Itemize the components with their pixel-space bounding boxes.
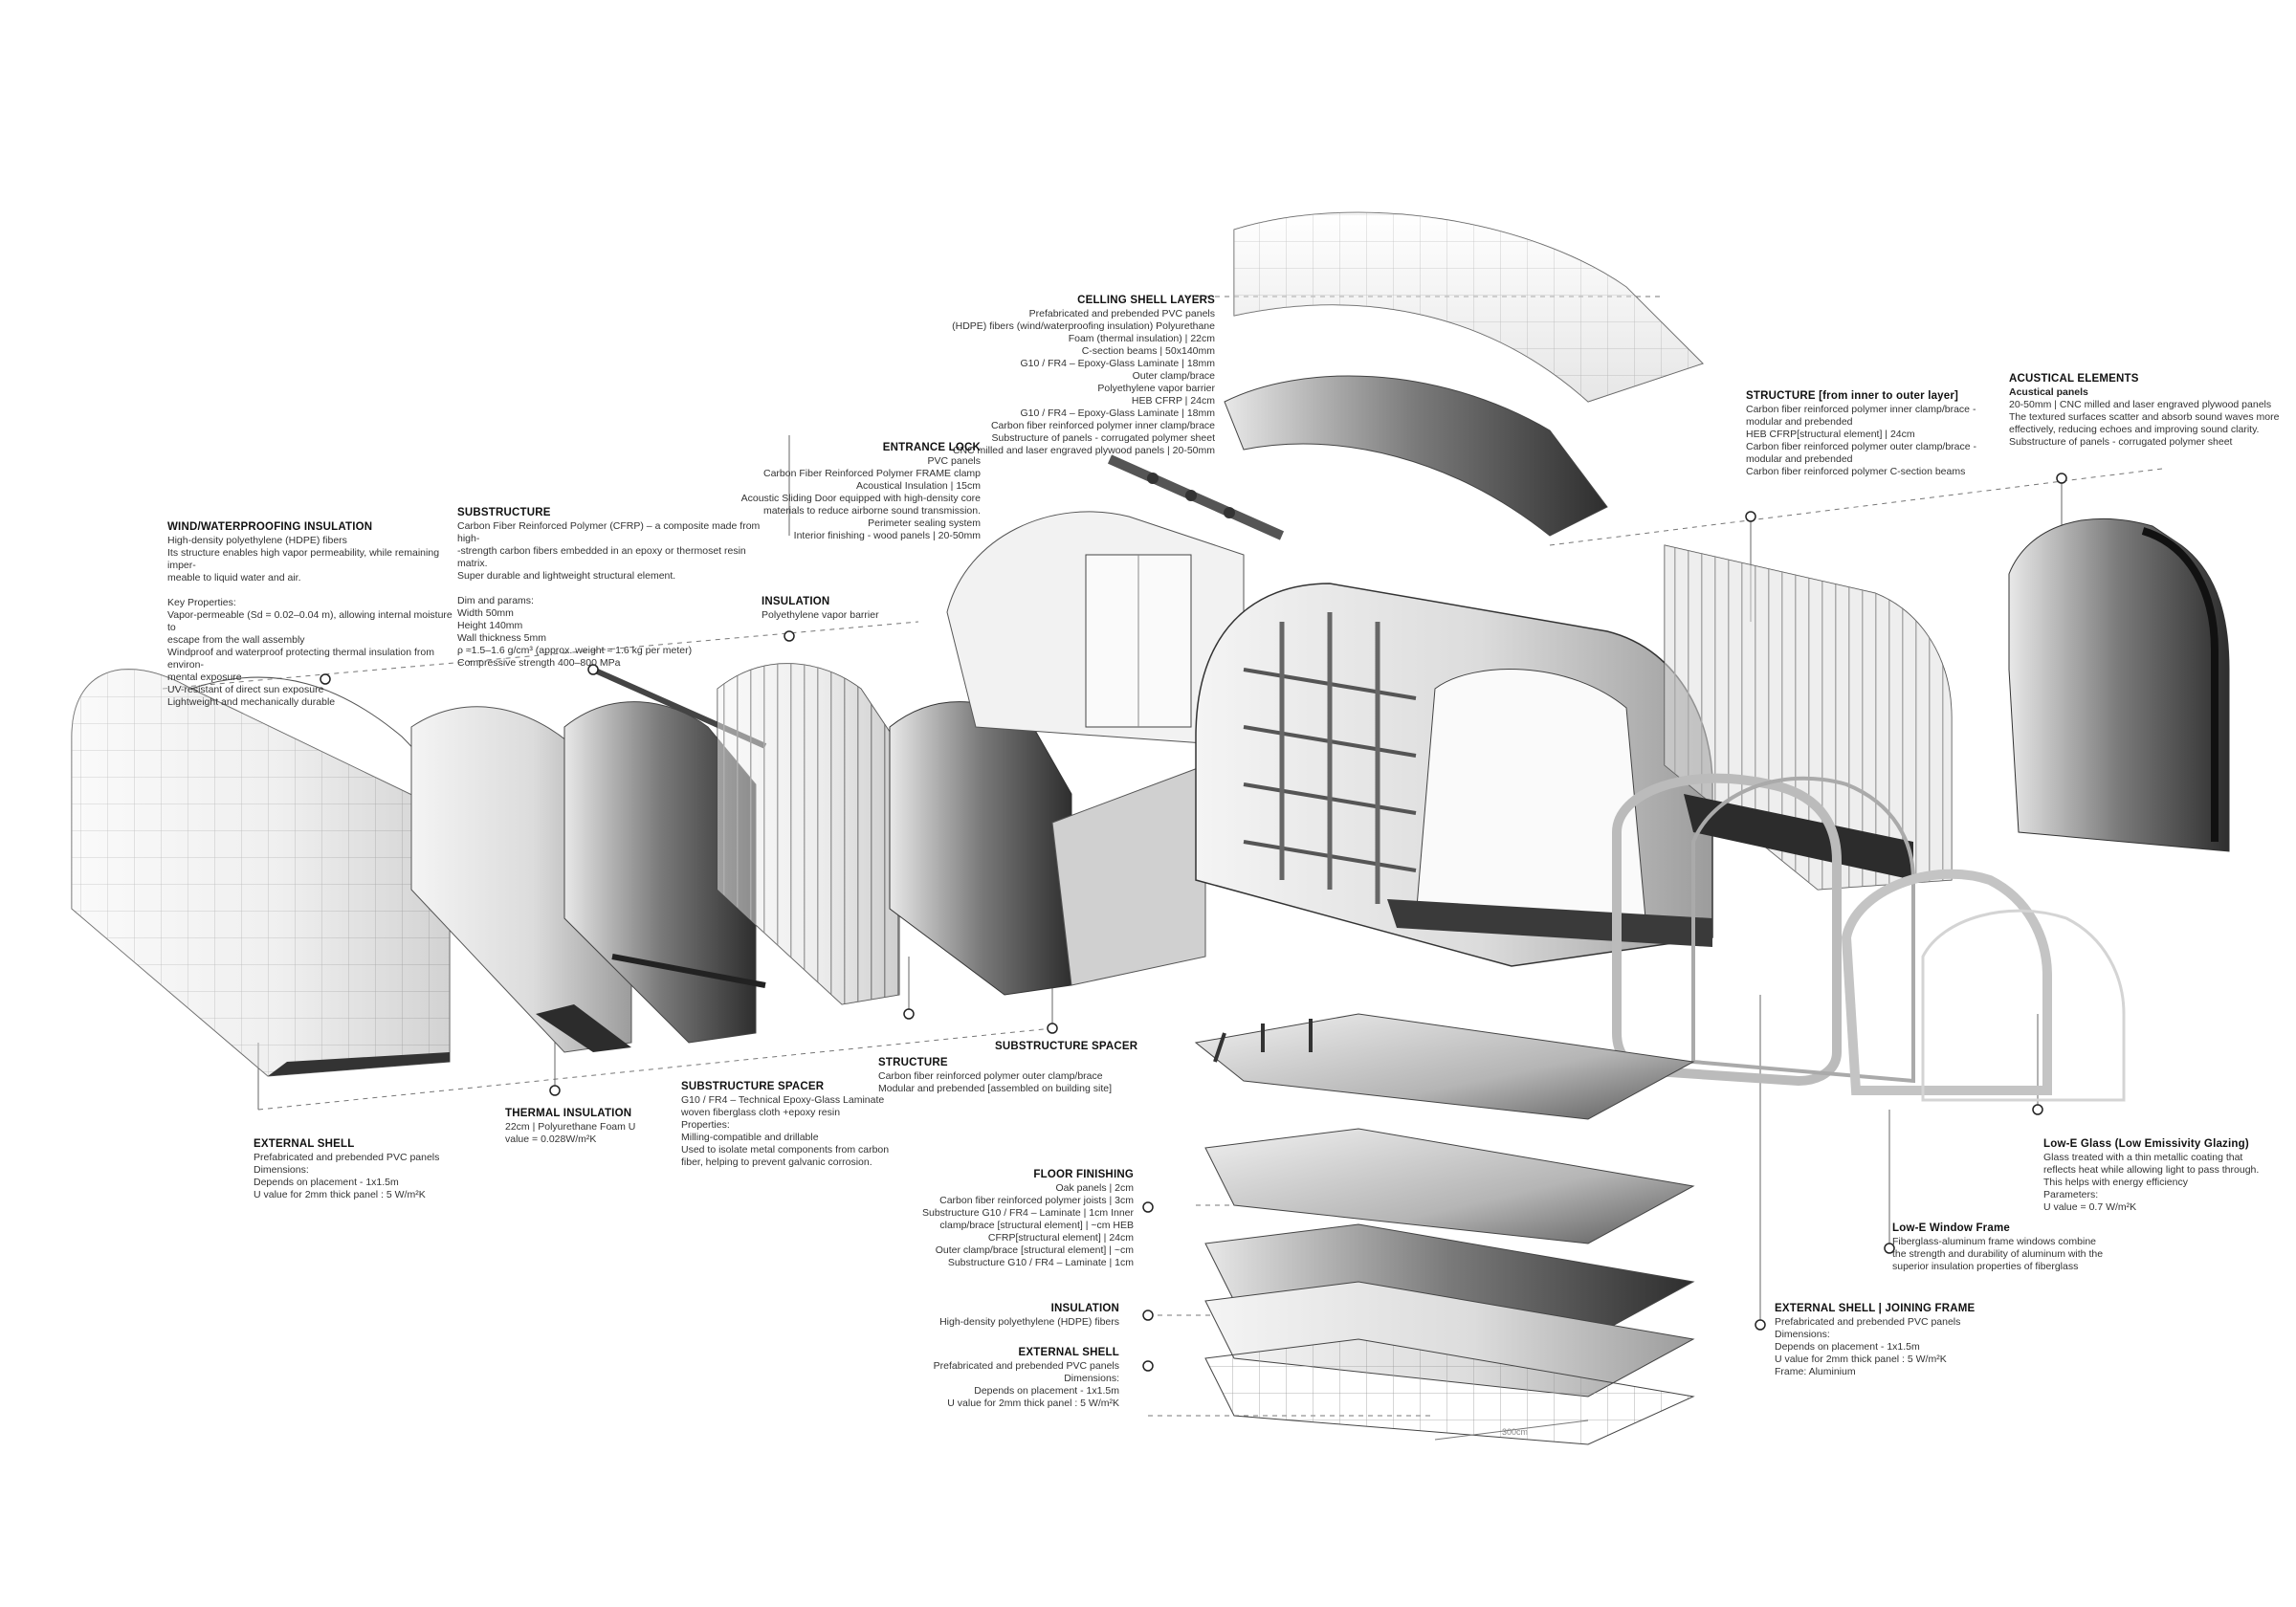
label-title: EXTERNAL SHELL: [254, 1138, 355, 1150]
substructure-ribs-module: [717, 663, 900, 1005]
label-title: Low-E Window Frame: [1892, 1222, 2010, 1234]
label-body: 20-50mm | CNC milled and laser engraved …: [2009, 399, 2280, 448]
structure-shell-module: [889, 701, 1206, 996]
label-title: Low-E Glass (Low Emissivity Glazing): [2043, 1138, 2249, 1150]
label-lowe-glass: Low-E Glass (Low Emissivity Glazing) Gla…: [2043, 1138, 2283, 1214]
label-substructure: SUBSTRUCTURE Carbon Fiber Reinforced Pol…: [457, 507, 773, 670]
label-entrance-lock: ENTRANCE LOCK PVC panels Carbon Fiber Re…: [689, 442, 981, 542]
label-title: ENTRANCE LOCK: [882, 442, 981, 453]
label-thermal-insulation: THERMAL INSULATION 22cm | Polyurethane F…: [505, 1108, 677, 1146]
label-title: THERMAL INSULATION: [505, 1108, 632, 1119]
dimension-label: 300cm: [1502, 1427, 1529, 1437]
label-title: INSULATION: [762, 596, 830, 607]
label-title: WIND/WATERPROOFING INSULATION: [167, 521, 373, 533]
entrance-lock-module: [946, 454, 1285, 747]
label-body: Carbon fiber reinforced polymer inner cl…: [1746, 404, 1977, 477]
external-shell-module: [71, 669, 451, 1077]
label-body: Prefabricated and prebended PVC panels D…: [254, 1152, 440, 1200]
label-external-shell: EXTERNAL SHELL Prefabricated and prebend…: [254, 1138, 483, 1201]
label-title: STRUCTURE: [878, 1057, 948, 1068]
label-title: FLOOR FINISHING: [1033, 1169, 1134, 1180]
label-body: PVC panels Carbon Fiber Reinforced Polym…: [740, 455, 981, 541]
label-body: Prefabricated and prebended PVC panels (…: [952, 308, 1215, 456]
label-title: STRUCTURE [from inner to outer layer]: [1746, 390, 1959, 402]
label-body: Polyethylene vapor barrier: [762, 609, 879, 621]
label-title: SUBSTRUCTURE SPACER: [995, 1041, 1138, 1052]
leader-markers: [320, 473, 2067, 1372]
label-title: EXTERNAL SHELL: [1018, 1347, 1119, 1358]
label-window-frame: Low-E Window Frame Fiberglass-aluminum f…: [1892, 1222, 2131, 1273]
ceiling-shell-layers: [1224, 211, 1704, 537]
label-body: Carbon fiber reinforced polymer outer cl…: [878, 1070, 1112, 1094]
label-body: Fiberglass-aluminum frame windows combin…: [1892, 1236, 2104, 1272]
label-insulation-top: INSULATION Polyethylene vapor barrier: [762, 596, 953, 622]
label-substructure-spacer-left: SUBSTRUCTURE SPACER G10 / FR4 – Technica…: [681, 1081, 911, 1169]
label-title: CELLING SHELL LAYERS: [1077, 295, 1215, 306]
label-title: SUBSTRUCTURE SPACER: [681, 1081, 825, 1092]
label-title: INSULATION: [1050, 1303, 1119, 1314]
label-wind-waterproofing: WIND/WATERPROOFING INSULATION High-densi…: [167, 521, 454, 709]
dimension-line: [1434, 1420, 1589, 1441]
label-insulation-floor: INSULATION High-density polyethylene (HD…: [918, 1303, 1119, 1329]
label-structure-right: STRUCTURE [from inner to outer layer] Ca…: [1746, 390, 2004, 478]
label-title: ACUSTICAL ELEMENTS: [2009, 373, 2139, 385]
label-body: Prefabricated and prebended PVC panels D…: [933, 1360, 1119, 1409]
label-ceiling-shell: CELLING SHELL LAYERS Prefabricated and p…: [928, 295, 1215, 457]
label-title: SUBSTRUCTURE: [457, 507, 551, 518]
label-joining-frame: EXTERNAL SHELL | JOINING FRAME Prefabric…: [1775, 1303, 1995, 1378]
label-body: G10 / FR4 – Technical Epoxy-Glass Lamina…: [681, 1094, 890, 1168]
acoustic-panels-module: [2008, 517, 2230, 852]
label-body: Carbon Fiber Reinforced Polymer (CFRP) –…: [457, 520, 761, 669]
assembled-structure-module: [1195, 583, 1713, 967]
label-substructure-spacer-mid: SUBSTRUCTURE SPACER: [995, 1041, 1186, 1054]
label-body: High-density polyethylene (HDPE) fibers: [939, 1316, 1119, 1328]
label-structure-mid: STRUCTURE Carbon fiber reinforced polyme…: [878, 1057, 1127, 1095]
label-acoustic: ACUSTICAL ELEMENTS Acustical panels 20-5…: [2009, 373, 2286, 449]
label-body: Glass treated with a thin metallic coati…: [2043, 1152, 2260, 1213]
label-body: Prefabricated and prebended PVC panels D…: [1775, 1316, 1961, 1377]
label-floor-finishing: FLOOR FINISHING Oak panels | 2cm Carbon …: [890, 1169, 1134, 1269]
label-external-shell-floor: EXTERNAL SHELL Prefabricated and prebend…: [918, 1347, 1119, 1410]
label-subtitle: Acustical panels: [2009, 386, 2088, 398]
floor-layers-stack: [1194, 1013, 1695, 1445]
label-body: High-density polyethylene (HDPE) fibers …: [167, 535, 453, 708]
label-body: 22cm | Polyurethane Foam U value = 0.028…: [505, 1121, 636, 1145]
label-title: EXTERNAL SHELL | JOINING FRAME: [1775, 1303, 1976, 1314]
label-body: Oak panels | 2cm Carbon fiber reinforced…: [922, 1182, 1134, 1268]
